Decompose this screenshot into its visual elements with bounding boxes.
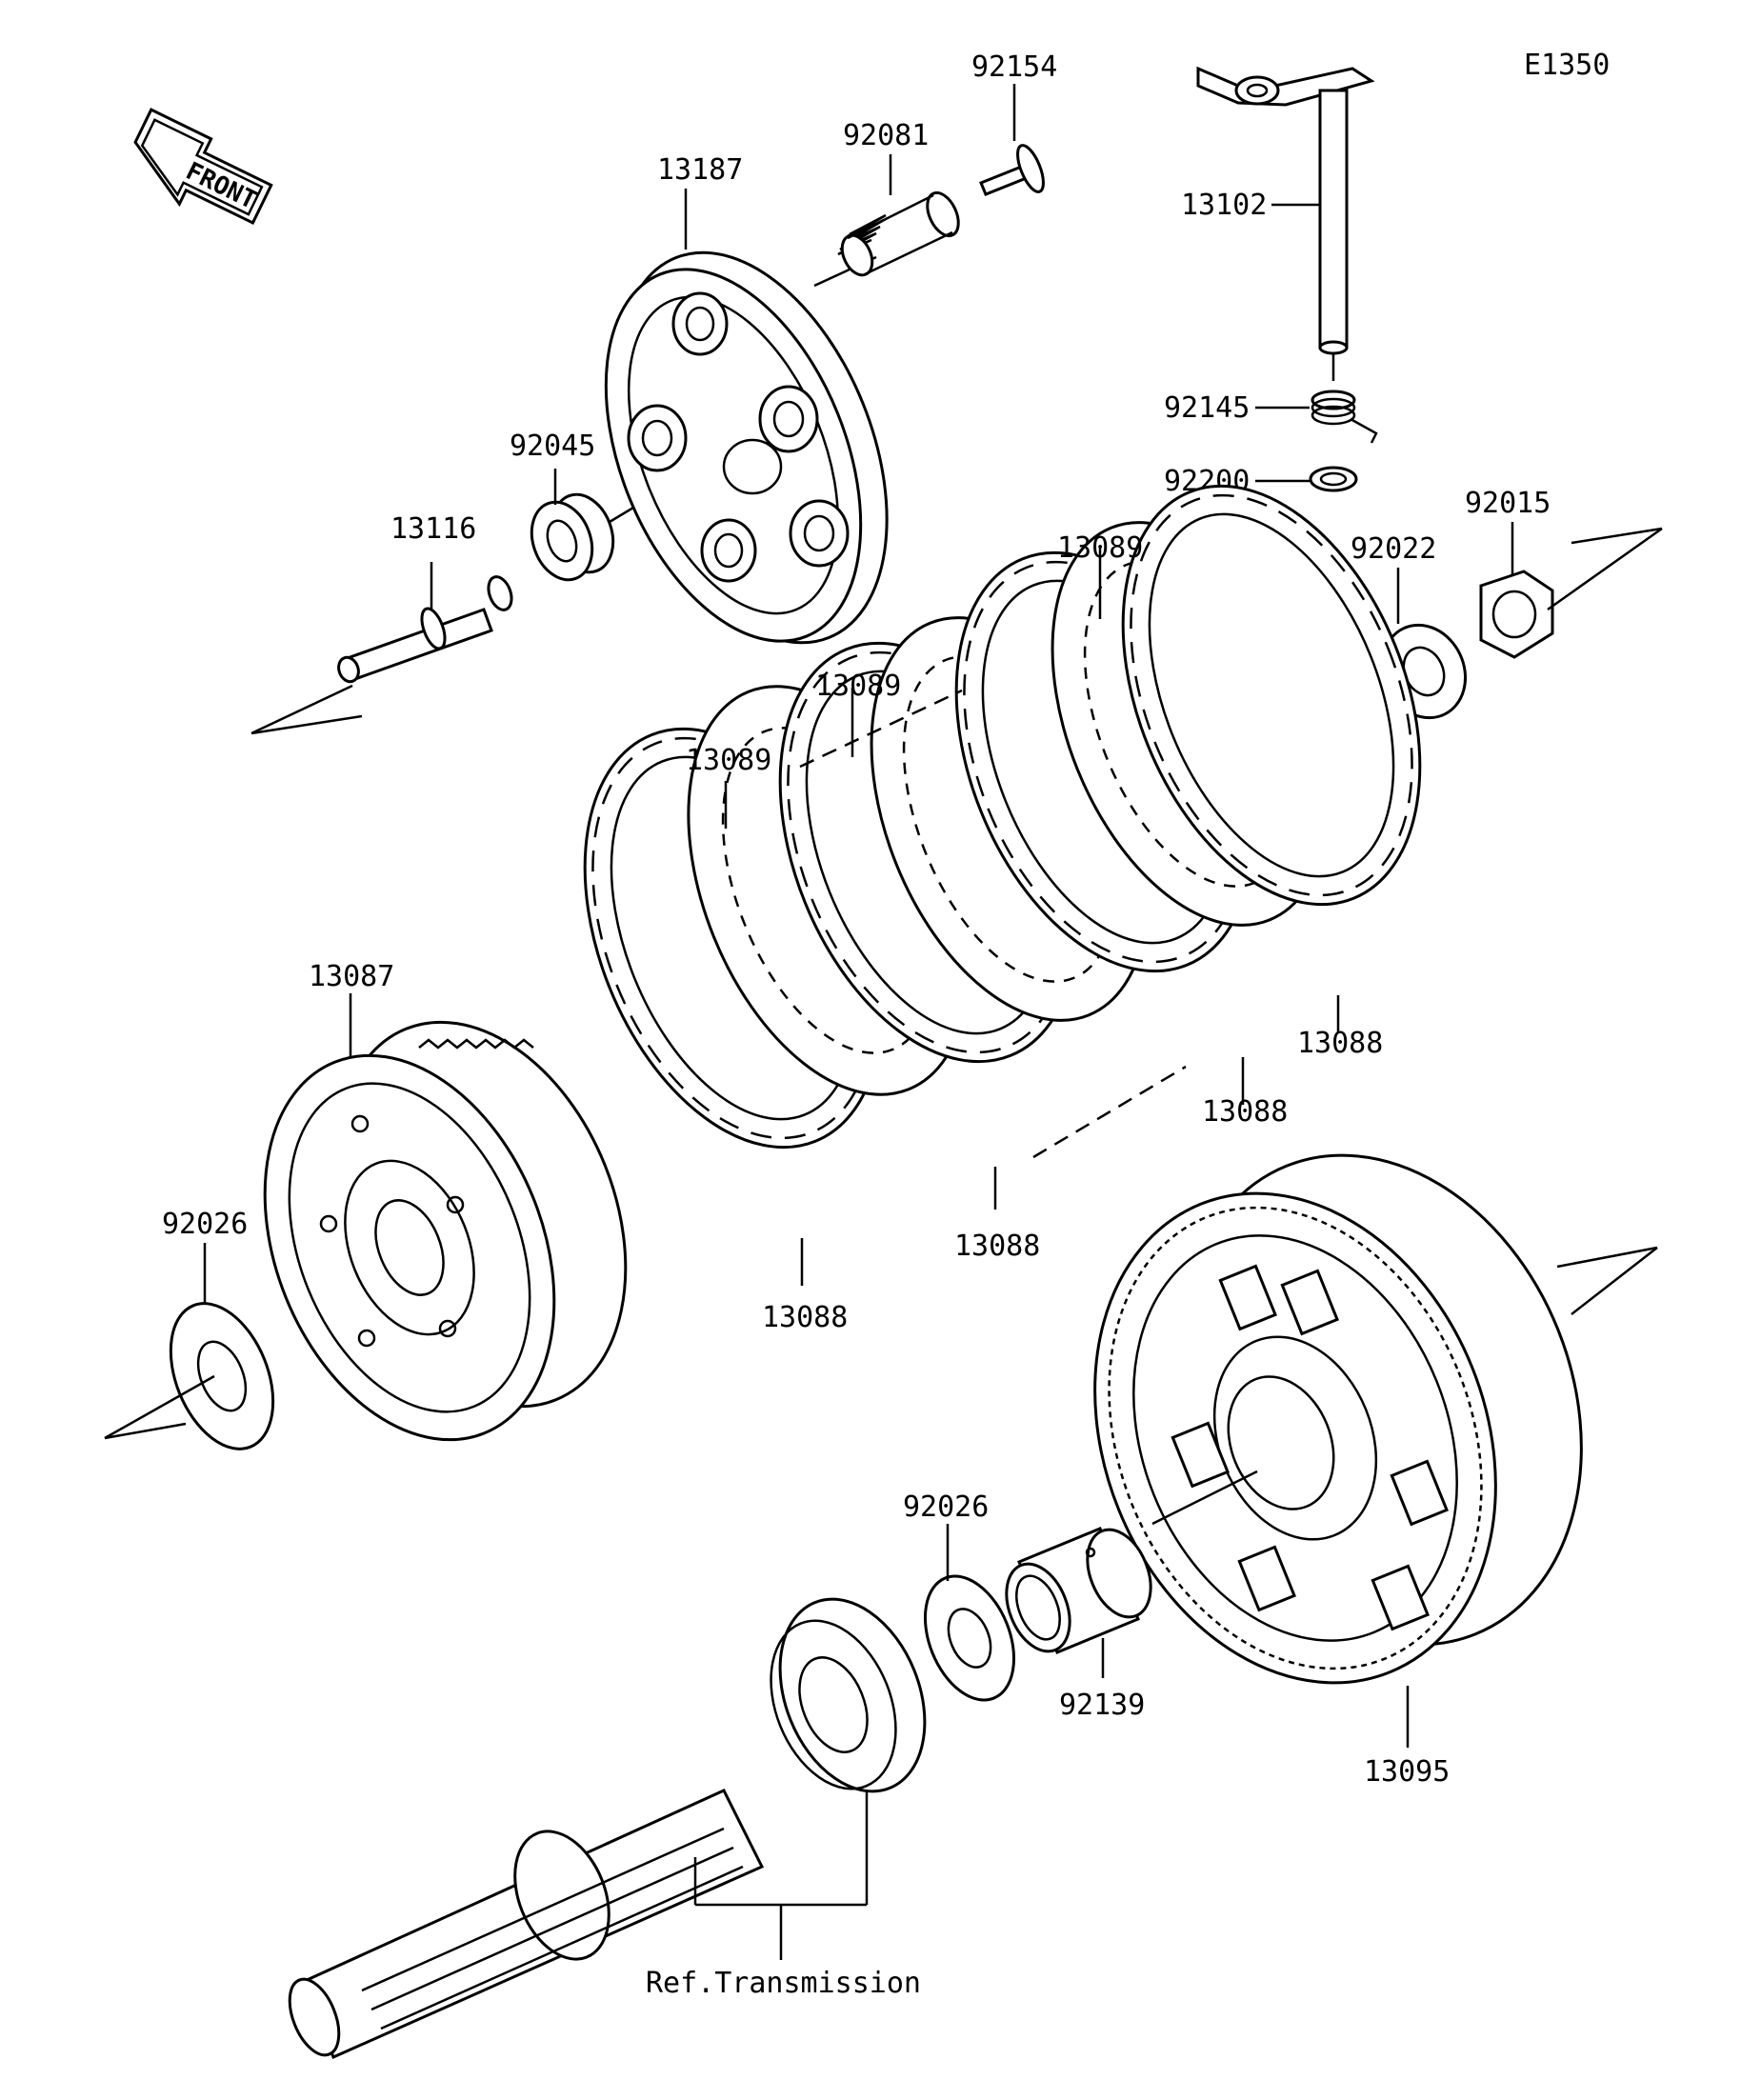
- push-lever-shaft-13102: [1196, 66, 1375, 381]
- clutch-spring-92081: [837, 154, 960, 277]
- spring-92145: [1255, 390, 1378, 444]
- friction-plate-13088-d: [1121, 484, 1422, 907]
- bearing-92045: [530, 469, 687, 582]
- ref-transmission-label: Ref.Transmission: [646, 1967, 921, 2000]
- label-13116: 13116: [390, 512, 476, 546]
- label-92022: 92022: [1351, 532, 1436, 566]
- label-92026-a: 92026: [162, 1208, 248, 1241]
- label-13088-b: 13088: [954, 1230, 1040, 1263]
- label-13088-c: 13088: [1202, 1095, 1288, 1129]
- washer-92026-right: [923, 1524, 1016, 1702]
- label-13087: 13087: [309, 960, 394, 993]
- label-13102: 13102: [1181, 189, 1267, 222]
- clutch-hub-13087: [263, 993, 628, 1442]
- label-92154: 92154: [971, 50, 1057, 84]
- transmission-shaft: [288, 1597, 927, 2060]
- label-92026-b: 92026: [903, 1490, 989, 1524]
- push-rod-13116: [250, 562, 513, 735]
- clutch-housing-13095: [1093, 1153, 1658, 1748]
- label-92045: 92045: [510, 430, 595, 463]
- front-arrow-icon: FRONT: [133, 108, 273, 225]
- washer-92200: [1255, 466, 1358, 492]
- label-13088-d: 13088: [1297, 1027, 1383, 1060]
- label-92015: 92015: [1465, 487, 1551, 520]
- label-92139: 92139: [1059, 1689, 1145, 1722]
- nut-92015: [1479, 522, 1663, 659]
- label-13187: 13187: [657, 153, 743, 187]
- pressure-plate-13187: [604, 189, 889, 645]
- label-13089-a: 13089: [686, 744, 771, 777]
- washer-92026-left: [104, 1243, 275, 1450]
- label-13089-c: 13089: [1057, 531, 1143, 565]
- label-92145: 92145: [1164, 391, 1250, 425]
- label-13095: 13095: [1364, 1755, 1450, 1789]
- bolt-92154: [979, 84, 1045, 196]
- label-13088-a: 13088: [762, 1301, 848, 1334]
- label-92081: 92081: [843, 119, 929, 152]
- collar-92139: [1005, 1527, 1152, 1678]
- label-13089-b: 13089: [815, 670, 901, 703]
- diagram-code: E1350: [1524, 49, 1610, 82]
